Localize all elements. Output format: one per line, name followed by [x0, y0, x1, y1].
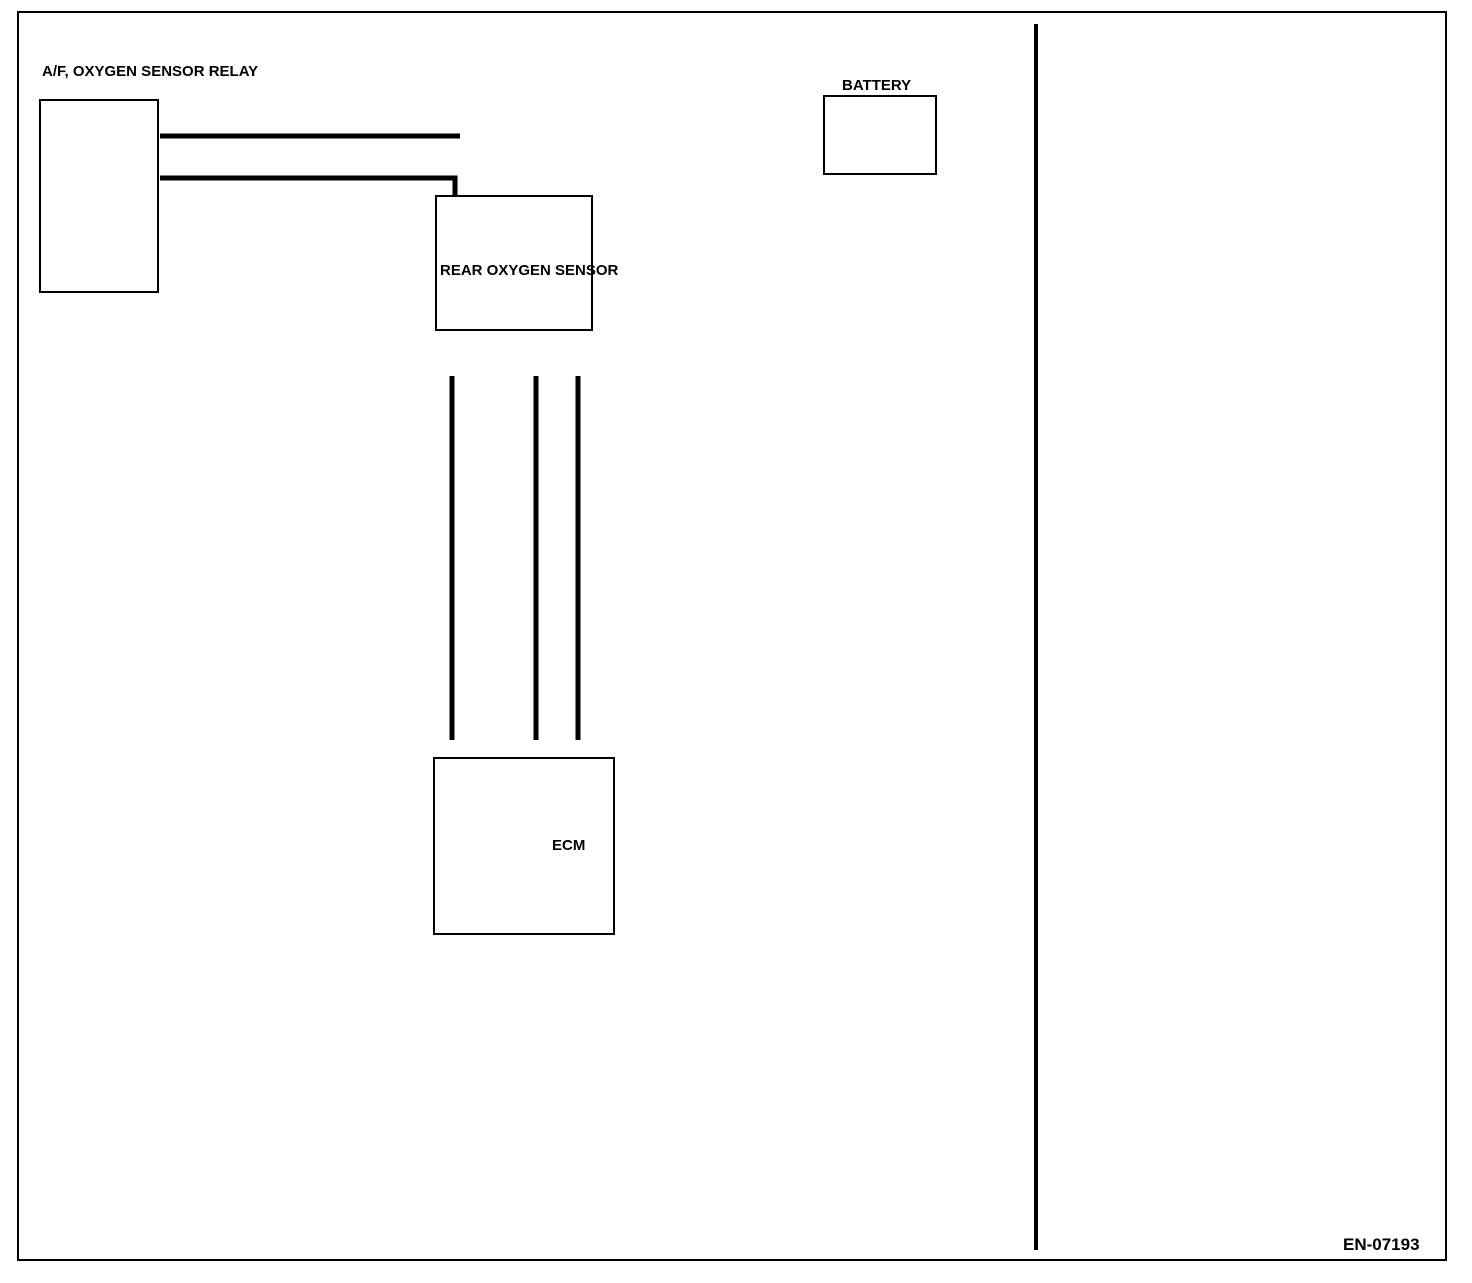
sensor-label: REAR OXYGEN SENSOR	[440, 262, 619, 279]
battery-label: BATTERY	[842, 77, 911, 94]
diagram-code: EN-07193	[1343, 1235, 1420, 1254]
relay-label: A/F, OXYGEN SENSOR RELAY	[42, 63, 258, 80]
relay-box	[39, 99, 159, 293]
ecm-label: ECM	[552, 837, 585, 854]
